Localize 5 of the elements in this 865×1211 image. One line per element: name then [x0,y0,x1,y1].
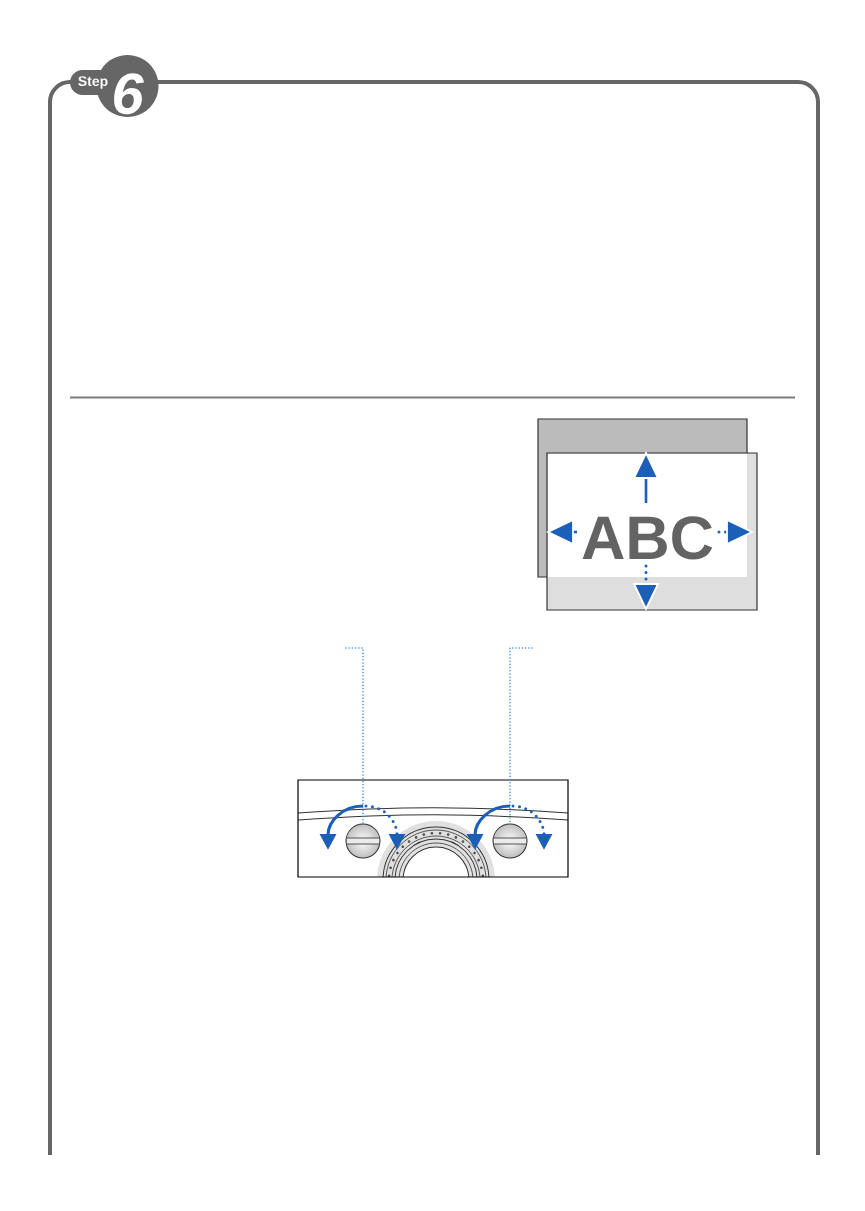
leader-line [345,647,364,825]
knob [492,823,528,859]
leader-line [509,647,533,825]
projected-image: ABC [548,454,747,577]
knob [345,823,381,859]
